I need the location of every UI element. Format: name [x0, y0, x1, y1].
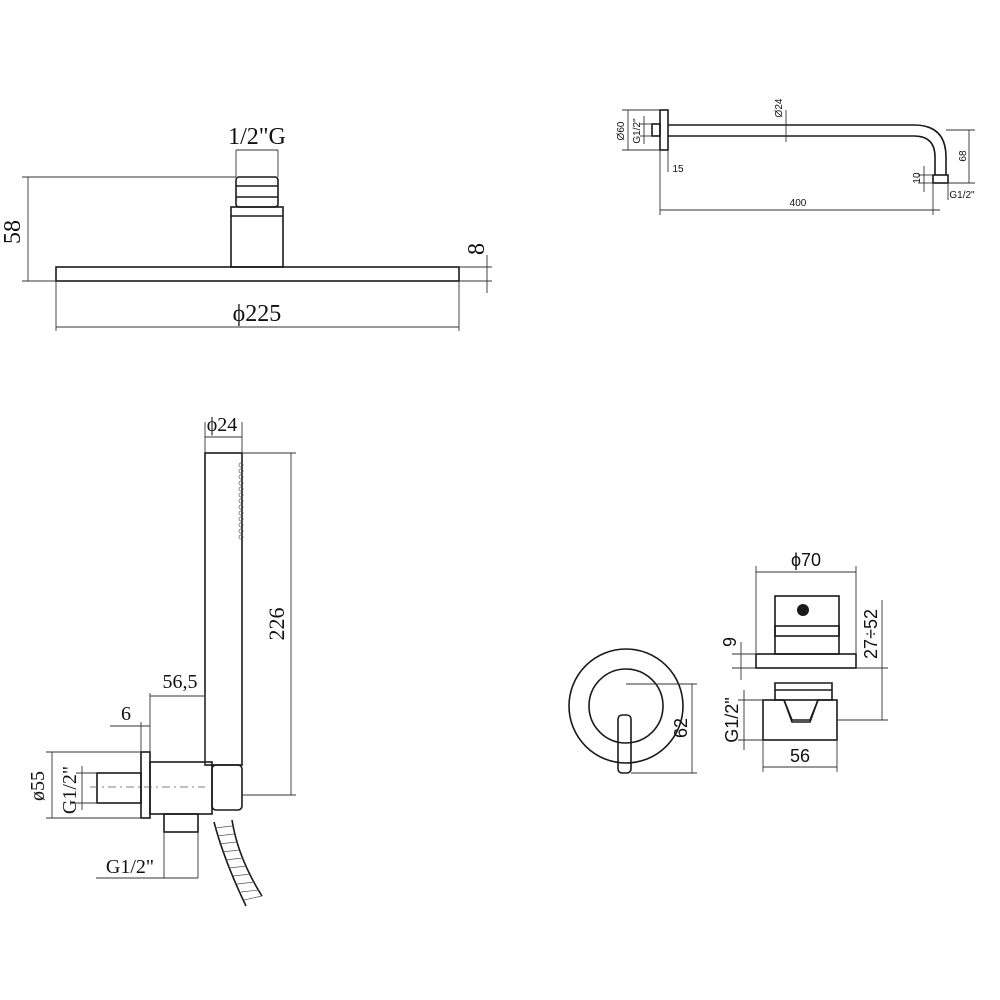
- shower-head-view: 1/2"G 58 8 ϕ225: [0, 124, 492, 331]
- wall-outlet-outlet-thread-label: G1/2": [106, 856, 154, 878]
- hand-shower-hose: [213, 821, 247, 907]
- shower-arm-outlet-thread-label: G1/2": [949, 190, 975, 201]
- wall-outlet-holder-clamp: [211, 764, 243, 811]
- mixer-depth-range-label: 27÷52: [861, 609, 881, 659]
- mixer-lever-height-label: 62: [671, 718, 691, 738]
- mixer-body-width-label: 56: [790, 746, 810, 766]
- mixer-cartridge-side: [774, 682, 833, 721]
- mixer-handle-dot: [797, 604, 809, 616]
- shower-arm-flange: [659, 109, 669, 151]
- mixer-cover-plate-side: [755, 653, 857, 669]
- wall-outlet-flange-diameter-label: ø55: [27, 771, 49, 801]
- shower-arm-tube: [668, 124, 947, 175]
- mixer-view: 62 ϕ70 9 27÷52 G1/2" 56: [568, 550, 888, 774]
- shower-head-connector-nut: [235, 176, 279, 208]
- mixer-handle-side: [774, 595, 840, 655]
- hand-shower-view: ϕ24 226 56,5 6 ø55 G1/2" G1/2": [27, 414, 296, 907]
- hand-shower-length-label: 226: [264, 608, 289, 641]
- mixer-thread-label: G1/2": [722, 697, 742, 742]
- shower-head-thread-label: 1/2"G: [228, 124, 286, 150]
- mixer-lever-front: [617, 714, 632, 774]
- wall-outlet-offset-label: 56,5: [163, 671, 198, 693]
- wall-outlet-flange-thickness-label: 6: [121, 703, 131, 725]
- shower-arm-flange-diameter-label: Ø60: [616, 121, 627, 140]
- shower-arm-inlet-thread-label: G1/2": [632, 118, 643, 144]
- shower-head-plate: [55, 266, 460, 282]
- shower-arm-view: Ø24 Ø60 G1/2" 15 68 10 G1/2" 400: [616, 98, 975, 215]
- shower-head-diameter-label: ϕ225: [233, 301, 282, 327]
- hand-shower-spray-holes: [238, 462, 244, 540]
- mixer-plate-thickness-label: 9: [720, 637, 740, 647]
- wall-outlet-hose-connector: [163, 813, 199, 833]
- shower-arm-diameter-label: Ø24: [774, 98, 785, 117]
- wall-outlet-body: [149, 761, 213, 815]
- mixer-cover-plate-front: [568, 648, 684, 764]
- shower-arm-drop-label: 68: [958, 150, 969, 162]
- shower-arm-flange-depth-label: 15: [672, 164, 684, 175]
- hand-shower-diameter-label: ϕ24: [207, 414, 238, 436]
- wall-outlet-inlet-thread-label: G1/2": [59, 766, 81, 814]
- shower-head-thickness-label: 8: [464, 243, 490, 255]
- hand-shower-handle: [204, 452, 243, 766]
- shower-head-height-label: 58: [0, 220, 26, 244]
- mixer-lever-base-front: [588, 668, 664, 744]
- shower-arm-outlet-height-label: 10: [912, 172, 923, 184]
- shower-arm-outlet: [932, 174, 949, 184]
- mixer-plate-diameter-label: ϕ70: [791, 550, 821, 570]
- shower-arm-length-label: 400: [790, 198, 807, 209]
- wall-outlet-inlet-nipple: [96, 772, 142, 804]
- wall-outlet-flange: [140, 751, 151, 819]
